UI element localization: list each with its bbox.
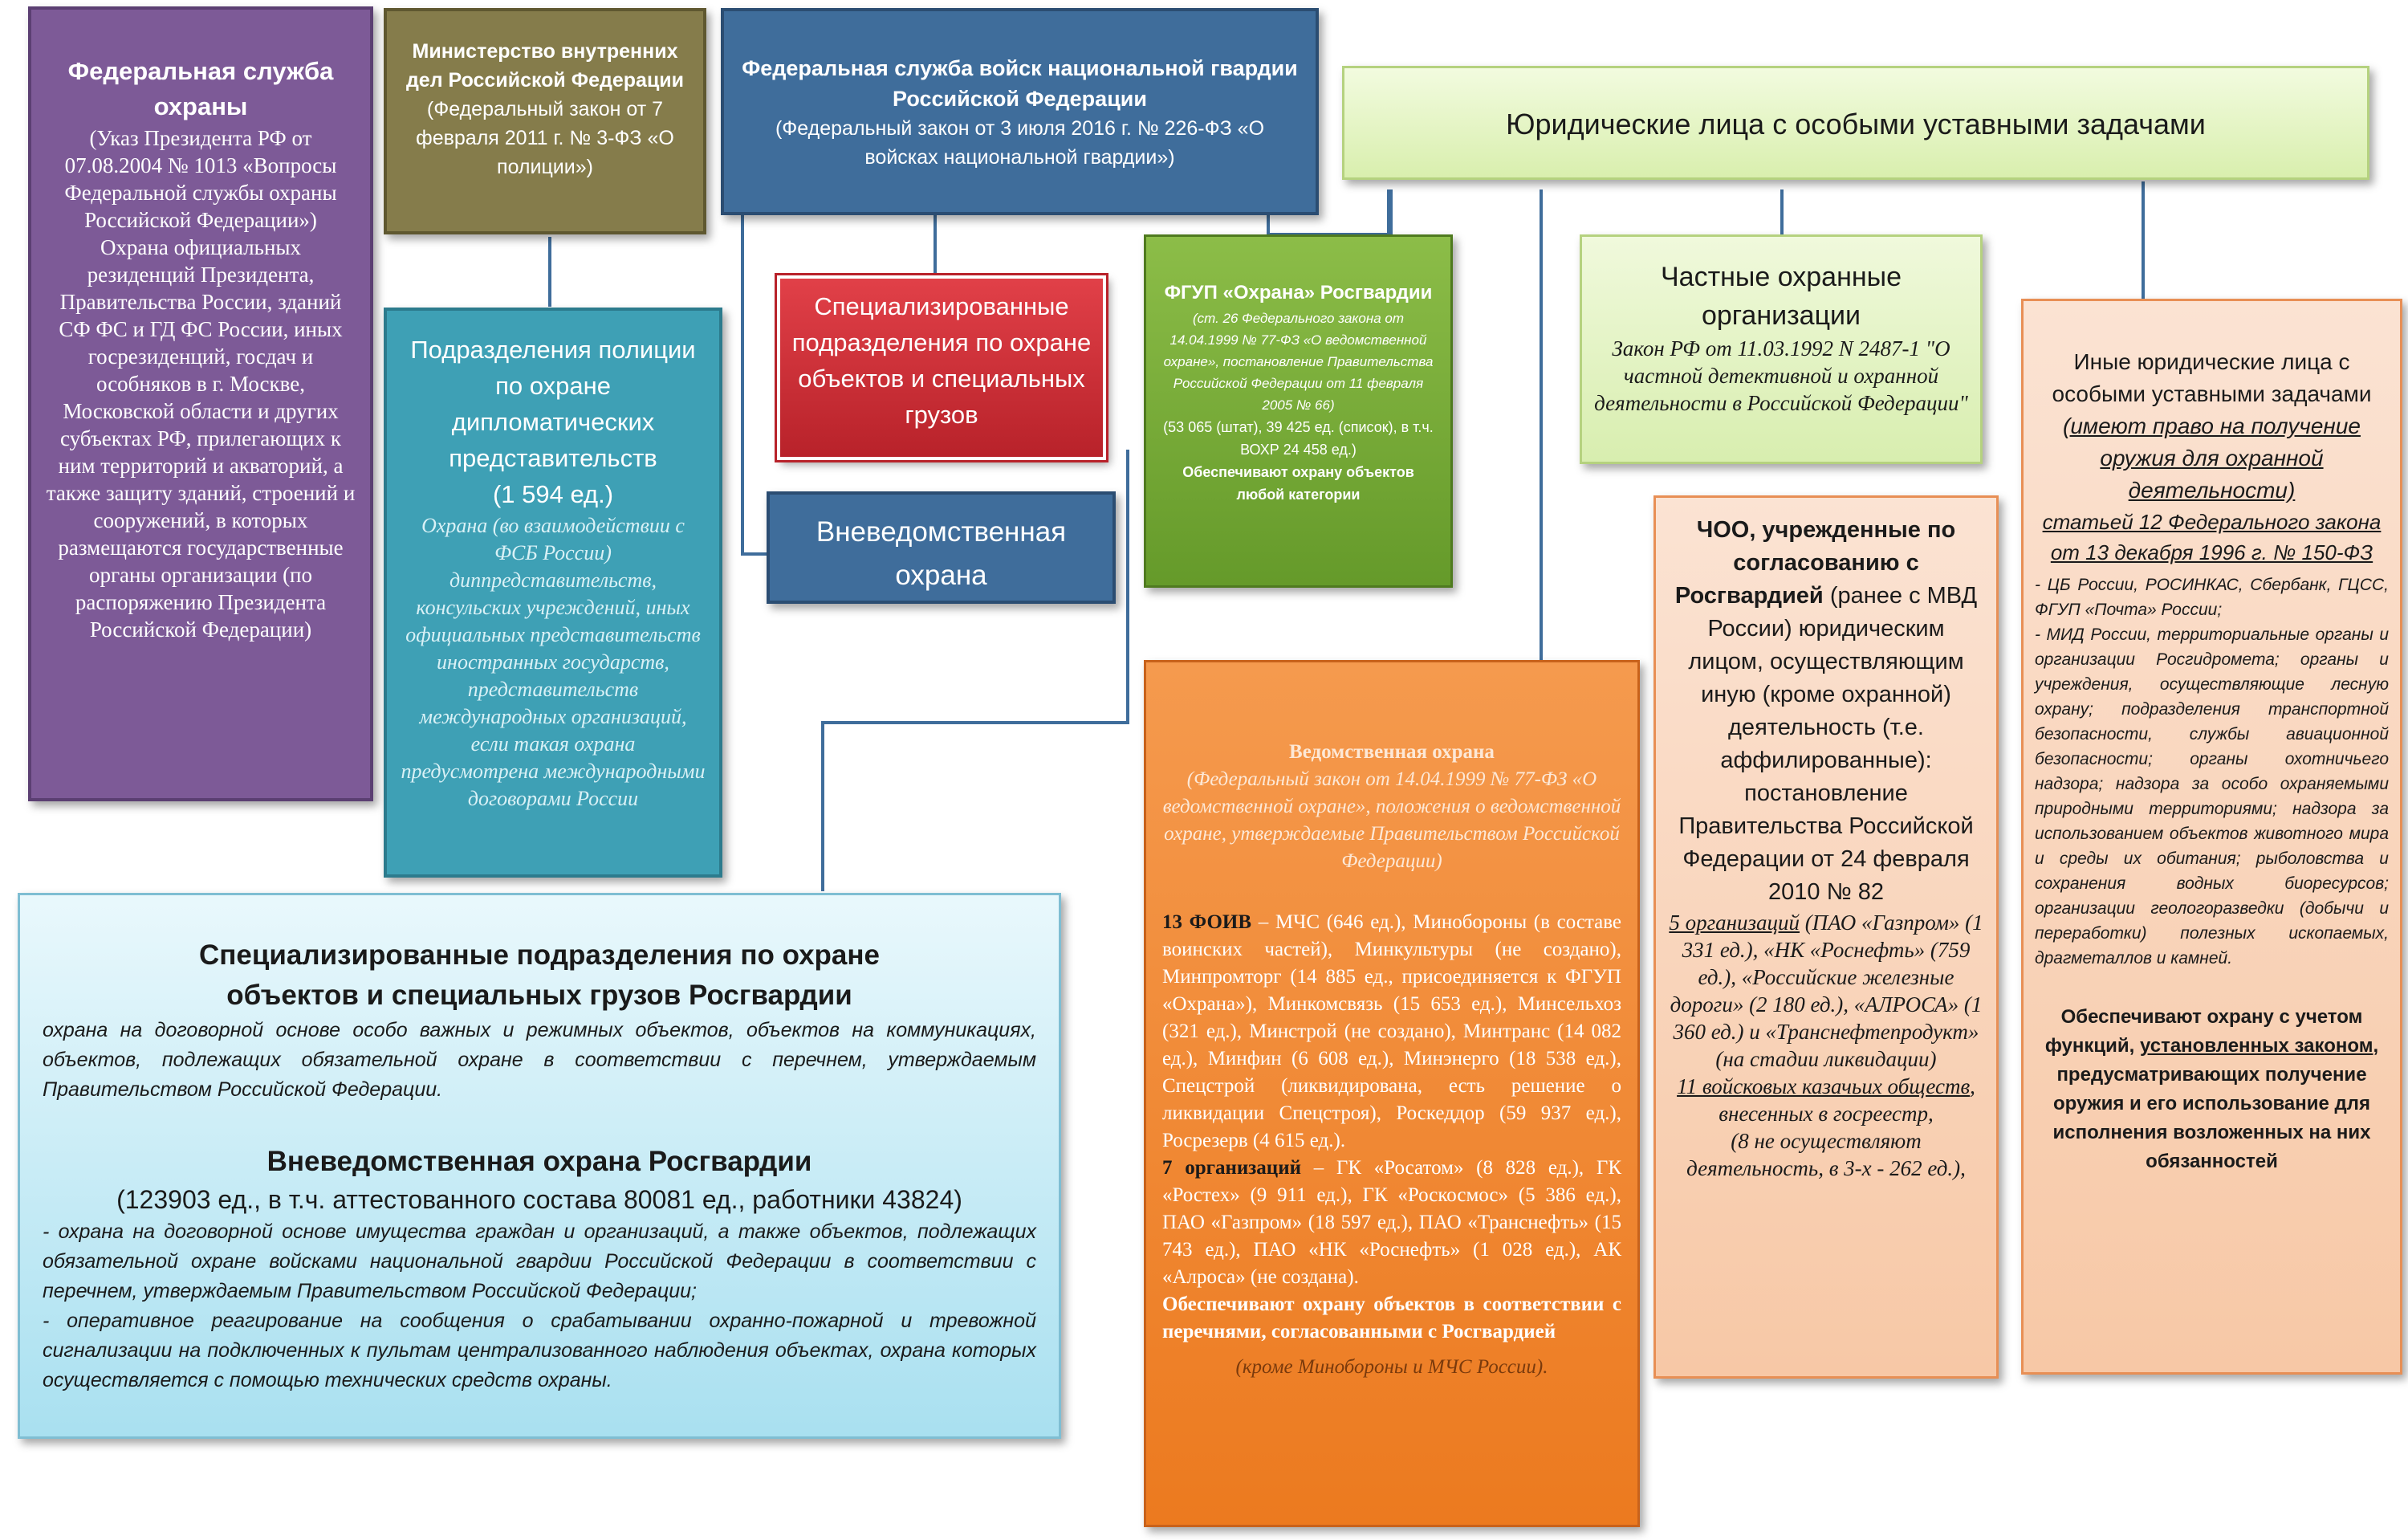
vedom-box: Ведомственная охрана (Федеральный закон … [1144,660,1640,1527]
choo-text1: (ранее с МВД России) юридическим лицом, … [1678,583,1978,905]
rosgvardia-basis: (Федеральный закон от 3 июля 2016 г. № 2… [775,117,1265,169]
choo-main: ЧОО, учрежденные по согласованию с Росгв… [1667,514,1985,909]
private-orgs-box: Частные охранные организации Закон РФ от… [1580,234,1983,464]
fgup-stats: (53 065 (штат), 39 425 ед. (список), в т… [1163,419,1434,458]
other-entities-right: (имеют право на получение оружия для охр… [2063,414,2361,503]
fso-desc: Охрана официальных резиденций Президента… [46,235,356,642]
vedom-provide: Обеспечивают охрану объектов в соответст… [1162,1294,1621,1342]
legal-entities-title: Юридические лица с особыми уставными зад… [1506,108,2206,141]
private-orgs-basis: Закон РФ от 11.03.1992 N 2487-1 "О частн… [1594,336,1968,415]
other-entities-list2: - МИД России, территориальные органы и о… [2035,625,2389,968]
spec-units-box: Специализированные подразделения по охра… [775,273,1108,462]
bottom-title2: Вневедомственная охрана Росгвардии [266,1146,812,1177]
other-entities-title-text: Иные юридические лица с особыми уставным… [2052,349,2372,406]
bottom-info-box: Специализированные подразделения по охра… [18,893,1061,1439]
bottom-text2b: - оперативное реагирование на сообщения … [43,1310,1036,1391]
choo-kazak-text: , внесенных в госреестр, [1719,1074,1975,1126]
mvd-basis: (Федеральный закон от 7 февраля 2011 г. … [416,98,674,178]
vnevedom-title: Вневедомственная охрана [816,516,1067,591]
rosgvardia-box: Федеральная служба войск национальной гв… [721,8,1319,215]
fgup-box: ФГУП «Охрана» Росгвардии (ст. 26 Федерал… [1144,234,1453,588]
other-entities-provide-law: установленных законом [2139,1035,2373,1057]
choo-title: ЧОО, учрежденные по согласованию с Росгв… [1674,517,1956,609]
choo-kazak: 11 войсковых казачьих обществ, внесенных… [1667,1073,1985,1127]
other-entities-provide: Обеспечивают охрану с учетом функций, ус… [2035,1003,2389,1176]
vedom-orgs: 7 организаций – ГК «Росатом» (8 828 ед.)… [1162,1155,1621,1291]
bottom-text1: охрана на договорной основе особо важных… [43,1019,1036,1101]
vnevedom-box: Вневедомственная охрана [767,491,1116,604]
choo-orgs: 5 организаций (ПАО «Газпром» (1 331 ед.)… [1667,909,1985,1073]
fgup-basis: (ст. 26 Федерального закона от 14.04.199… [1163,311,1434,413]
other-entities-provide2: , предусматривающих получение оружия и е… [2052,1035,2379,1172]
choo-orgs-count: 5 организаций [1669,911,1800,935]
legal-entities-box: Юридические лица с особыми уставными зад… [1342,66,2369,180]
rosgvardia-title: Федеральная служба войск национальной гв… [742,56,1298,111]
fgup-note: Обеспечивают охрану объектов любой катег… [1182,464,1414,503]
police-diplo-box: Подразделения полиции по охране дипломат… [384,308,722,878]
bottom-title1: Специализированные подразделения по охра… [198,939,880,1011]
vedom-foiv-label: 13 ФОИВ [1162,911,1252,933]
police-diplo-desc: Охрана (во взаимодействии с ФСБ России) … [401,514,706,810]
other-entities-list1: - ЦБ России, РОСИНКАС, Сбербанк, ГЦСС, Ф… [2035,576,2389,619]
other-entities-law: статьей 12 Федерального закона от 13 дек… [2042,510,2382,564]
vedom-foiv: 13 ФОИВ – МЧС (646 ед.), Минобороны (в с… [1162,909,1621,1155]
vedom-basis: (Федеральный закон от 14.04.1999 № 77-ФЗ… [1162,768,1621,872]
choo-box: ЧОО, учрежденные по согласованию с Росгв… [1653,495,1999,1379]
choo-kazak-note: (8 не осуществляют деятельность, в 3-х -… [1686,1129,1966,1180]
vedom-orgs-text: – ГК «Росатом» (8 828 ед.), ГК «Ростех» … [1162,1157,1621,1288]
other-entities-box: Иные юридические лица с особыми уставным… [2021,299,2402,1375]
fgup-title: ФГУП «Охрана» Росгвардии [1164,282,1433,304]
vedom-orgs-label: 7 организаций [1162,1157,1302,1179]
fso-basis: (Указ Президента РФ от 07.08.2004 № 1013… [64,126,337,232]
bottom-text2a: - охрана на договорной основе имущества … [43,1220,1036,1302]
other-entities-title: Иные юридические лица с особыми уставным… [2035,346,2389,507]
private-orgs-title: Частные охранные организации [1661,262,1902,331]
bottom-stats2: (123903 ед., в т.ч. аттестованного соста… [116,1185,962,1214]
mvd-box: Министерство внутренних дел Российской Ф… [384,8,706,234]
choo-kazak-count: 11 войсковых казачьих обществ [1677,1074,1971,1098]
spec-units-title: Специализированные подразделения по охра… [791,292,1092,429]
fso-title: Федеральная служба охраны [67,57,334,120]
fso-box: Федеральная служба охраны (Указ Президен… [28,6,373,801]
vedom-foiv-text: – МЧС (646 ед.), Минобороны (в составе в… [1162,911,1621,1151]
choo-orgs-text: (ПАО «Газпром» (1 331 ед.), «НК «Роснефт… [1670,911,1983,1071]
mvd-title: Министерство внутренних дел Российской Ф… [405,40,685,92]
police-diplo-title: Подразделения полиции по охране дипломат… [410,336,696,472]
police-diplo-count: (1 594 ед.) [492,480,614,508]
vedom-title: Ведомственная охрана [1289,741,1495,763]
other-entities-provide1: Обеспечивают охрану с учетом функций, [2044,1006,2363,1057]
vedom-except: (кроме Минобороны и МЧС России). [1235,1356,1548,1378]
